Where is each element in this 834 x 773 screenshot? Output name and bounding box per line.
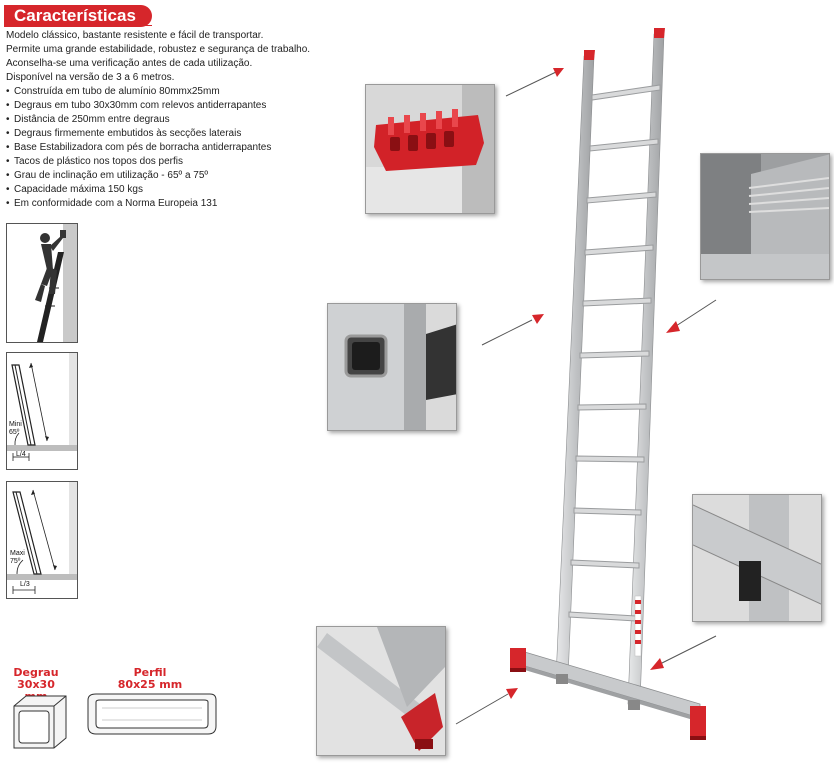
photo-stabiliser-bar <box>692 494 822 622</box>
rung-profile-drawing <box>13 695 67 749</box>
feature-item: Em conformidade com a Norma Europeia 131 <box>6 197 346 211</box>
feature-list: Construída em tubo de alumínio 80mmx25mm… <box>6 85 346 211</box>
min-ratio-label: L/4 <box>16 451 26 458</box>
photo-welded-rungs <box>700 153 830 280</box>
climber-pictogram <box>6 223 78 343</box>
title-underline <box>4 25 152 26</box>
feature-item: Capacidade máxima 150 kgs <box>6 183 346 197</box>
intro-line: Permite uma grande estabilidade, robuste… <box>6 44 311 55</box>
feature-item: Degraus firmemente embutidos às secções … <box>6 127 346 141</box>
feature-item: Grau de inclinação em utilização - 65º a… <box>6 169 346 183</box>
feature-item: Distância de 250mm entre degraus <box>6 113 346 127</box>
feature-item: Tacos de plástico nos topos dos perfis <box>6 155 346 169</box>
section-title: Características <box>4 5 152 27</box>
max-angle-label: Maxi <box>10 550 25 557</box>
feature-item: Construída em tubo de alumínio 80mmx25mm <box>6 85 346 99</box>
min-angle-value: 65º <box>9 429 20 436</box>
max-angle-value: 75º <box>10 558 21 565</box>
min-angle-label: Mini <box>9 421 22 428</box>
min-angle-diagram: Mini 65º L/4 <box>6 352 78 470</box>
feature-item: Degraus em tubo 30x30mm com relevos anti… <box>6 99 346 113</box>
photo-rubber-foot <box>316 626 446 756</box>
intro-line: Disponível na versão de 3 a 6 metros. <box>6 72 175 83</box>
photo-rung-joint <box>327 303 457 431</box>
rail-profile-drawing <box>87 693 217 735</box>
intro-text: Modelo clássico, bastante resistente e f… <box>6 29 346 85</box>
intro-line: Modelo clássico, bastante resistente e f… <box>6 30 264 41</box>
ladder-illustration <box>510 28 706 740</box>
feature-item: Base Estabilizadora com pés de borracha … <box>6 141 346 155</box>
rail-profile-title: Perfil 80x25 mm <box>117 666 183 691</box>
max-ratio-label: L/3 <box>20 581 30 588</box>
intro-line: Aconselha-se uma verificação antes de ca… <box>6 58 253 69</box>
photo-top-cap <box>365 84 495 214</box>
max-angle-diagram: Maxi 75º L/3 <box>6 481 78 599</box>
